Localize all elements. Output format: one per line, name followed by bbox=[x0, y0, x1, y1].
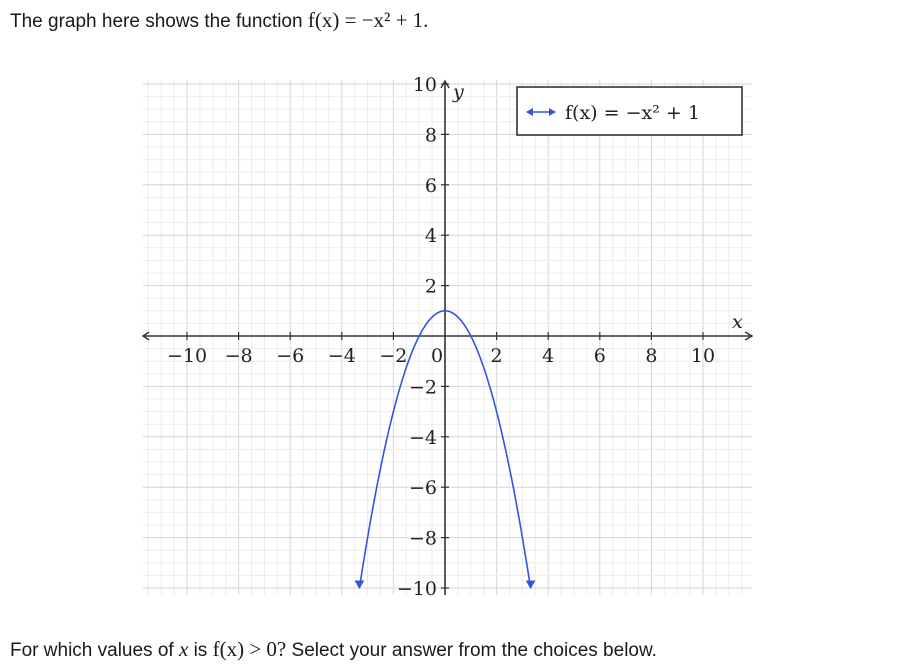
x-tick-label: −8 bbox=[225, 345, 253, 367]
x-axis-arrow-left bbox=[141, 331, 150, 341]
legend-arrow-left bbox=[526, 108, 533, 116]
y-tick-label: −8 bbox=[409, 528, 437, 550]
curve bbox=[354, 310, 536, 590]
x-tick-label: −10 bbox=[167, 345, 207, 367]
x-tick-label: −2 bbox=[379, 345, 407, 367]
y-axis-label: y bbox=[452, 81, 464, 103]
prompt-math-b: f(x) > 0? bbox=[212, 637, 287, 661]
prompt-text-b: is bbox=[193, 640, 208, 661]
tick-marks bbox=[186, 83, 704, 589]
legend-label: f(x) = −x² + 1 bbox=[565, 102, 700, 124]
prompt-math-a: x bbox=[178, 637, 189, 661]
y-axis-arrow-up bbox=[440, 79, 450, 89]
y-tick-label: 8 bbox=[425, 124, 437, 146]
series-line bbox=[358, 310, 532, 589]
function-graph: −10 −8 −6 −4 −2 0 2 4 6 8 10 10 8 6 4 2 −2 −4 −6 −8 −10 x y f(… bbox=[141, 74, 754, 600]
intro-text: The graph here shows the function bbox=[10, 11, 303, 32]
x-tick-label: 4 bbox=[542, 345, 554, 367]
prompt-text-a: For which values of bbox=[10, 640, 174, 661]
x-tick-label: 0 bbox=[431, 345, 443, 367]
prompt-text-c: Select your answer from the choices belo… bbox=[291, 640, 657, 661]
x-tick-label: −4 bbox=[328, 345, 356, 367]
legend-arrow-right bbox=[549, 108, 556, 116]
question-prompt: For which values of x is f(x) > 0? Selec… bbox=[10, 637, 657, 662]
y-tick-label: 4 bbox=[425, 225, 437, 247]
x-tick-label: 10 bbox=[691, 345, 715, 367]
axes bbox=[141, 79, 754, 595]
grid bbox=[143, 80, 752, 595]
legend: f(x) = −x² + 1 bbox=[516, 86, 743, 136]
x-axis-label: x bbox=[732, 311, 743, 333]
y-tick-label: 2 bbox=[425, 276, 437, 298]
question-intro: The graph here shows the function f(x) =… bbox=[10, 8, 428, 33]
y-tick-label: −10 bbox=[397, 578, 437, 600]
x-tick-label: 2 bbox=[491, 345, 503, 367]
y-tick-label: 10 bbox=[413, 74, 437, 96]
tick-labels: −10 −8 −6 −4 −2 0 2 4 6 8 10 10 8 6 4 2 −2 −4 −6 −8 −10 x y bbox=[167, 74, 743, 600]
x-tick-label: 8 bbox=[645, 345, 657, 367]
x-axis-arrow-right bbox=[744, 331, 754, 341]
legend-box bbox=[516, 86, 743, 136]
curve-arrow-left bbox=[354, 580, 365, 590]
y-tick-label: −4 bbox=[409, 427, 437, 449]
intro-math: f(x) = −x² + 1. bbox=[307, 8, 429, 32]
y-tick-label: −6 bbox=[409, 477, 437, 499]
x-tick-label: 6 bbox=[594, 345, 606, 367]
y-tick-label: −2 bbox=[409, 376, 437, 398]
x-tick-label: −6 bbox=[276, 345, 304, 367]
y-tick-label: 6 bbox=[425, 175, 437, 197]
curve-arrow-right bbox=[525, 580, 536, 590]
